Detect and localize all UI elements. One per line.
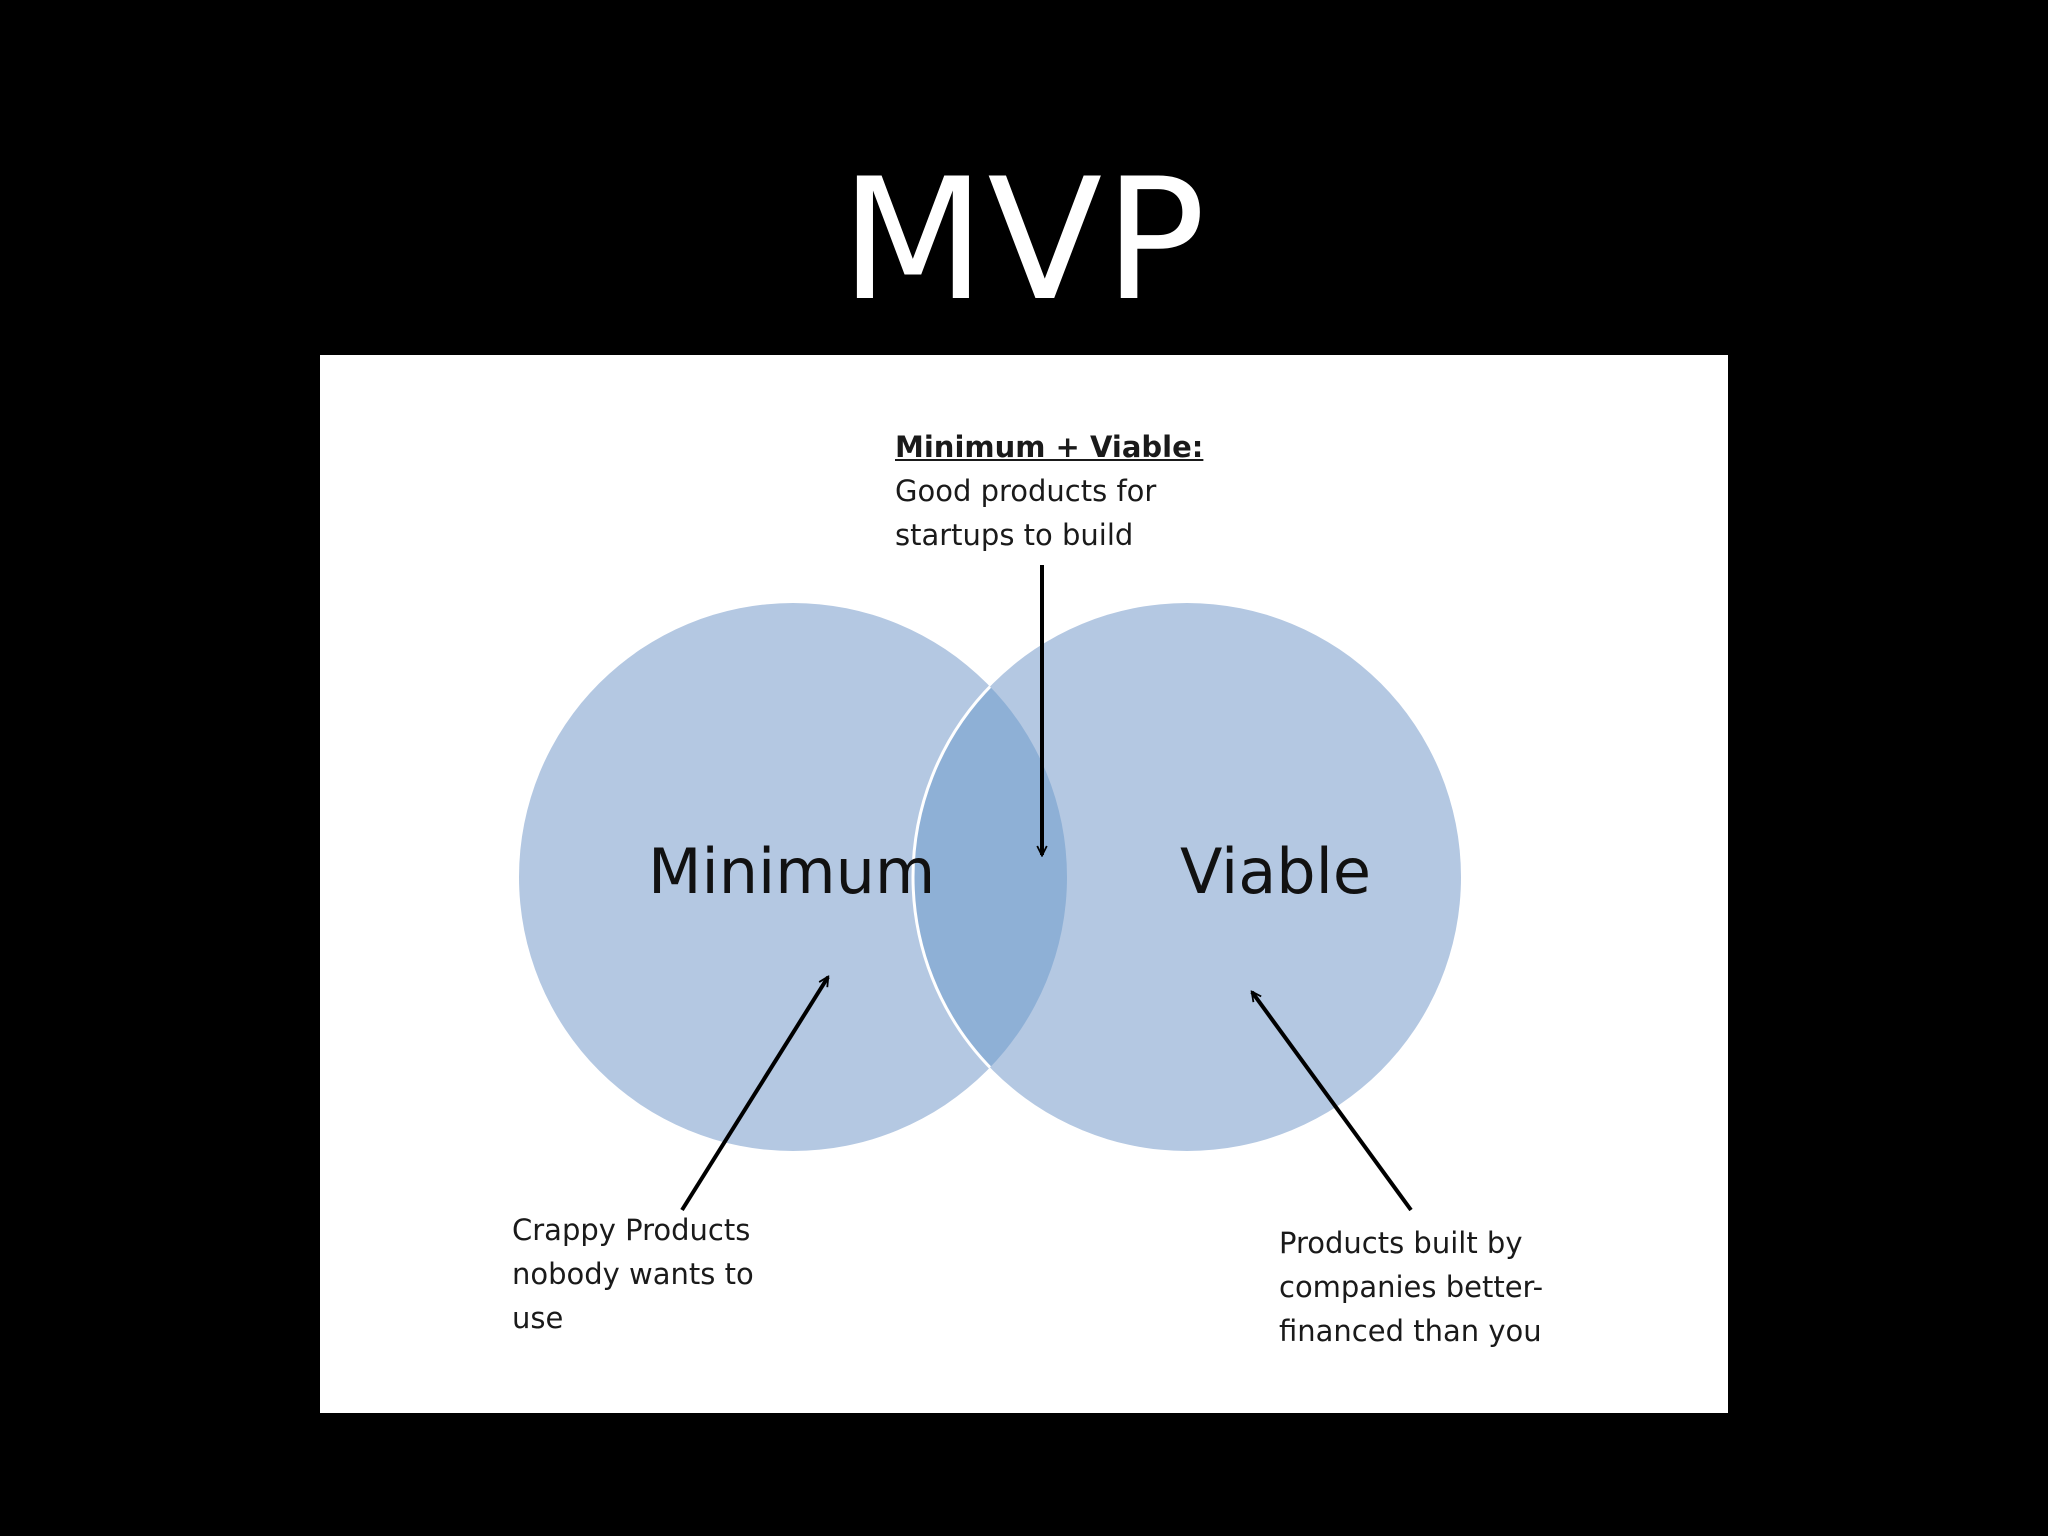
minimum-arrow [680,977,830,1212]
viable-annotation: Products built by companies better- fina… [1279,1226,1544,1348]
overlap-heading: Minimum + Viable: [895,430,1204,464]
viable-arrow [1250,992,1413,1212]
overlap-description: Good products for startups to build [895,474,1157,552]
minimum-label: Minimum [648,835,936,908]
minimum-circle [519,603,1067,1151]
venn-diagram-panel: Minimum + Viable: Good products for star… [320,355,1728,1413]
slide-title: MVP [840,142,1208,338]
viable-circle-edge [911,603,1067,1151]
viable-label: Viable [1180,835,1371,908]
viable-circle [913,603,1461,1151]
venn-diagram [519,565,1461,1212]
minimum-annotation: Crappy Products nobody wants to use [512,1213,754,1335]
